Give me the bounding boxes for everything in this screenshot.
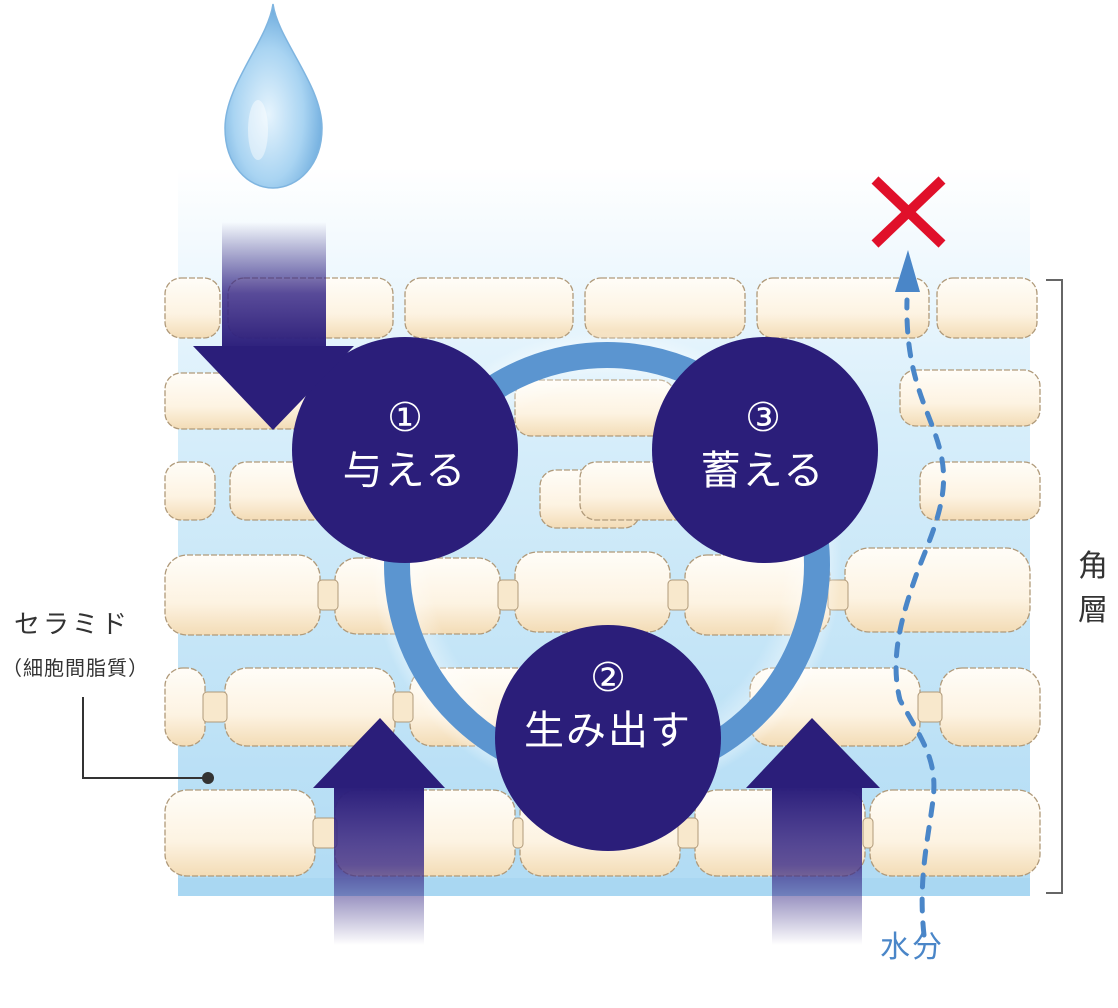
step-number: ① bbox=[387, 395, 423, 441]
step-label: 与える bbox=[342, 448, 468, 494]
water-drop-icon bbox=[224, 3, 323, 189]
step-3-store: ③ 蓄える bbox=[663, 395, 863, 501]
ceramide-label: セラミド bbox=[14, 610, 131, 640]
moisture-label: 水分 bbox=[880, 930, 944, 965]
arrow-up-left-icon bbox=[313, 718, 445, 945]
ceramide-leader-line bbox=[82, 697, 208, 779]
arrow-up-right-icon bbox=[746, 718, 880, 945]
step-label: 蓄える bbox=[700, 448, 826, 494]
moisture-arrow-head bbox=[895, 250, 920, 292]
step-2-produce: ② 生み出す bbox=[508, 655, 708, 761]
step-3-circle bbox=[652, 337, 878, 563]
layer-bracket bbox=[1046, 279, 1063, 894]
step-1-circle bbox=[292, 337, 518, 563]
blocked-x-icon bbox=[871, 176, 946, 248]
arrow-down-icon bbox=[193, 222, 354, 430]
step-number: ② bbox=[590, 655, 626, 701]
stratum-corneum-label: 角 層 bbox=[1075, 545, 1111, 633]
moisture-path bbox=[893, 297, 947, 938]
ceramide-sublabel: （細胞間脂質） bbox=[2, 656, 149, 680]
step-number: ③ bbox=[745, 395, 781, 441]
layer-label-line2: 層 bbox=[1078, 593, 1108, 628]
layer-label-line1: 角 bbox=[1078, 549, 1108, 584]
step-label: 生み出す bbox=[524, 708, 692, 754]
step-2-circle bbox=[495, 625, 721, 851]
step-1-give: ① 与える bbox=[305, 395, 505, 501]
